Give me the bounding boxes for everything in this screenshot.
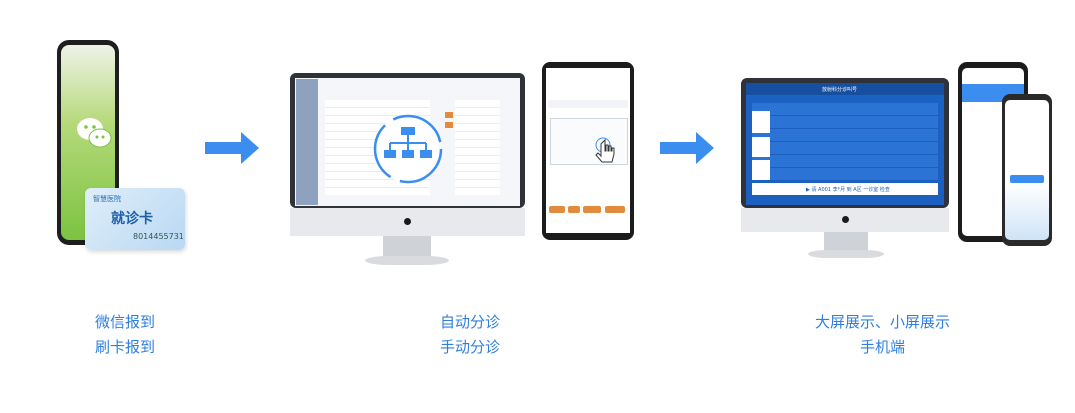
phone-button-4 bbox=[605, 206, 625, 213]
triage-monitor-base bbox=[365, 256, 449, 265]
phone-button-2 bbox=[568, 206, 580, 213]
caption-screen-display: 大屏展示、小屏展示 bbox=[814, 313, 950, 331]
caption-triage: 自动分诊 手动分诊 bbox=[415, 310, 525, 360]
phone-button-3 bbox=[583, 206, 601, 213]
triage-sidebar bbox=[296, 79, 318, 205]
caption-display: 大屏展示、小屏展示 手机端 bbox=[775, 310, 990, 360]
triage-orange-tag-2 bbox=[445, 122, 453, 128]
auto-triage-icon bbox=[373, 114, 443, 184]
triage-side-list bbox=[455, 100, 500, 195]
triage-monitor-neck bbox=[383, 236, 431, 258]
caption-checkin: 微信报到 刷卡报到 bbox=[70, 310, 180, 360]
triage-phone-tabs bbox=[548, 100, 628, 108]
display-calling-bar bbox=[752, 183, 938, 195]
medical-card: 智慧医院 就诊卡 8014455731 bbox=[85, 188, 185, 250]
card-brand: 智慧医院 bbox=[93, 195, 121, 203]
card-number: 8014455731 bbox=[133, 232, 184, 241]
mobile-phone-screen bbox=[1005, 100, 1049, 240]
power-dot bbox=[404, 218, 411, 225]
triage-phone-card bbox=[550, 118, 628, 165]
display-zone-c bbox=[752, 160, 770, 180]
display-power-dot bbox=[842, 216, 849, 223]
triage-orange-tag-1 bbox=[445, 112, 453, 118]
display-monitor-base bbox=[808, 250, 884, 258]
tap-hand-icon bbox=[595, 137, 615, 163]
display-zone-a bbox=[752, 111, 770, 133]
display-header bbox=[746, 83, 944, 95]
card-title: 就诊卡 bbox=[111, 211, 153, 227]
wechat-icon bbox=[77, 118, 112, 148]
caption-card-checkin: 刷卡报到 bbox=[94, 338, 155, 356]
display-monitor-neck bbox=[824, 232, 868, 252]
phone-button-1 bbox=[549, 206, 565, 213]
display-grid bbox=[752, 103, 938, 181]
mobile-login-button bbox=[1010, 175, 1044, 183]
display-calling-text: ▶ 请 A001 李*月 到 A区 一诊室 检查 bbox=[806, 187, 890, 193]
display-zone-b bbox=[752, 137, 770, 157]
caption-auto-triage: 自动分诊 bbox=[439, 313, 500, 331]
caption-wechat-checkin: 微信报到 bbox=[94, 313, 155, 331]
display-title: 放射科分诊叫号 bbox=[822, 87, 858, 93]
caption-manual-triage: 手动分诊 bbox=[439, 338, 500, 356]
caption-mobile: 手机端 bbox=[859, 338, 905, 356]
